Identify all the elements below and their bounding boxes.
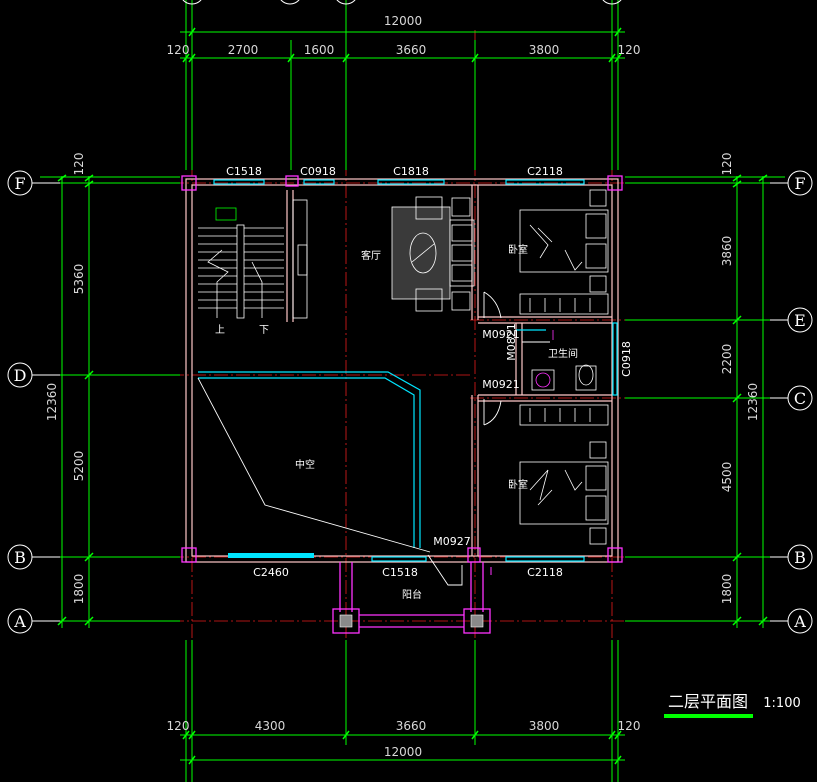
axis-label-f-right: F [794,174,805,193]
bathroom-fixtures [531,330,597,391]
dim-top-total: 12000 [384,14,422,28]
axis-bubbles [7,0,813,634]
dim-right-total: 12360 [746,383,760,421]
dim-bottom-seg-2: 4300 [255,719,286,733]
room-label-balcony: 阳台 [402,588,422,601]
stair-landing-mark [215,207,237,221]
dim-right-seg-2: 3860 [720,236,734,267]
dim-top-seg-1: 120 [167,43,190,57]
label-window-c1518-bottom: C1518 [382,566,418,579]
axis-label-b-left: B [14,548,26,567]
room-label-bedroom-top: 卧室 [508,243,528,256]
tv-cabinet [292,199,308,319]
drawing-scale: 1:100 [763,696,800,711]
living-furniture [391,196,475,312]
label-window-c1818: C1818 [393,165,429,178]
axis-label-f-left: F [14,174,25,193]
dim-right-seg-3: 2200 [720,344,734,375]
dim-left-seg-4: 1800 [72,574,86,605]
dim-left-total: 12360 [45,383,59,421]
staircase [198,224,284,319]
void-lines [197,377,431,553]
title-underline [664,714,753,718]
room-label-bedroom-bottom: 卧室 [508,478,528,491]
dim-top-seg-2: 2700 [228,43,259,57]
axis-label-a-left: A [13,612,26,631]
label-window-c0918-side: C0918 [620,341,633,377]
dim-right-seg-1: 120 [720,153,734,176]
axis-label-a-right: A [793,612,806,631]
dim-bottom-total: 12000 [384,745,422,759]
columns [181,175,623,634]
axis-label-d-left: D [14,366,27,385]
axis-label-b-right: B [794,548,806,567]
label-door-m0921-lower: M0921 [482,378,520,391]
axis-label-e-right: E [794,311,806,330]
label-window-c2118-bottom: C2118 [527,566,563,579]
label-window-c2460: C2460 [253,566,289,579]
dimension-lines [40,0,785,782]
dim-bottom-seg-5: 120 [618,719,641,733]
dim-top-seg-3: 1600 [304,43,335,57]
balcony-drain-marks [351,567,492,575]
axis-label-c-right: C [794,389,806,408]
label-door-m0921-upper: M0921 [482,328,520,341]
dim-bottom-seg-3: 3660 [396,719,427,733]
bedroom-top-furniture [519,189,609,315]
doors [427,291,550,586]
drawing-title: 二层平面图 [668,692,748,711]
dim-bottom-seg-4: 3800 [529,719,560,733]
dim-bottom-seg-1: 120 [167,719,190,733]
column-fills [339,614,484,628]
room-label-living: 客厅 [361,249,381,262]
dim-top-seg-5: 3800 [529,43,560,57]
dim-left-seg-2: 5360 [72,264,86,295]
windows [198,179,618,562]
label-window-c2118-top: C2118 [527,165,563,178]
dim-top-seg-6: 120 [618,43,641,57]
dim-right-seg-4: 4500 [720,462,734,493]
dim-top-seg-4: 3660 [396,43,427,57]
dimension-ticks [57,27,768,765]
stair-label-down: 下 [259,325,269,336]
stair-label-up: 上 [215,324,225,336]
room-label-void: 中空 [295,458,315,471]
label-door-m0821: M0821 [505,323,518,361]
room-label-bathroom: 卫生间 [548,347,578,360]
window-c2460-fill [228,553,314,558]
label-window-c1518-top: C1518 [226,165,262,178]
label-door-m0927: M0927 [433,535,471,548]
dim-right-seg-5: 1800 [720,574,734,605]
bedroom-bottom-furniture [519,404,609,545]
dim-left-seg-3: 5200 [72,451,86,482]
dim-left-seg-1: 120 [72,153,86,176]
label-window-c0918-top: C0918 [300,165,336,178]
